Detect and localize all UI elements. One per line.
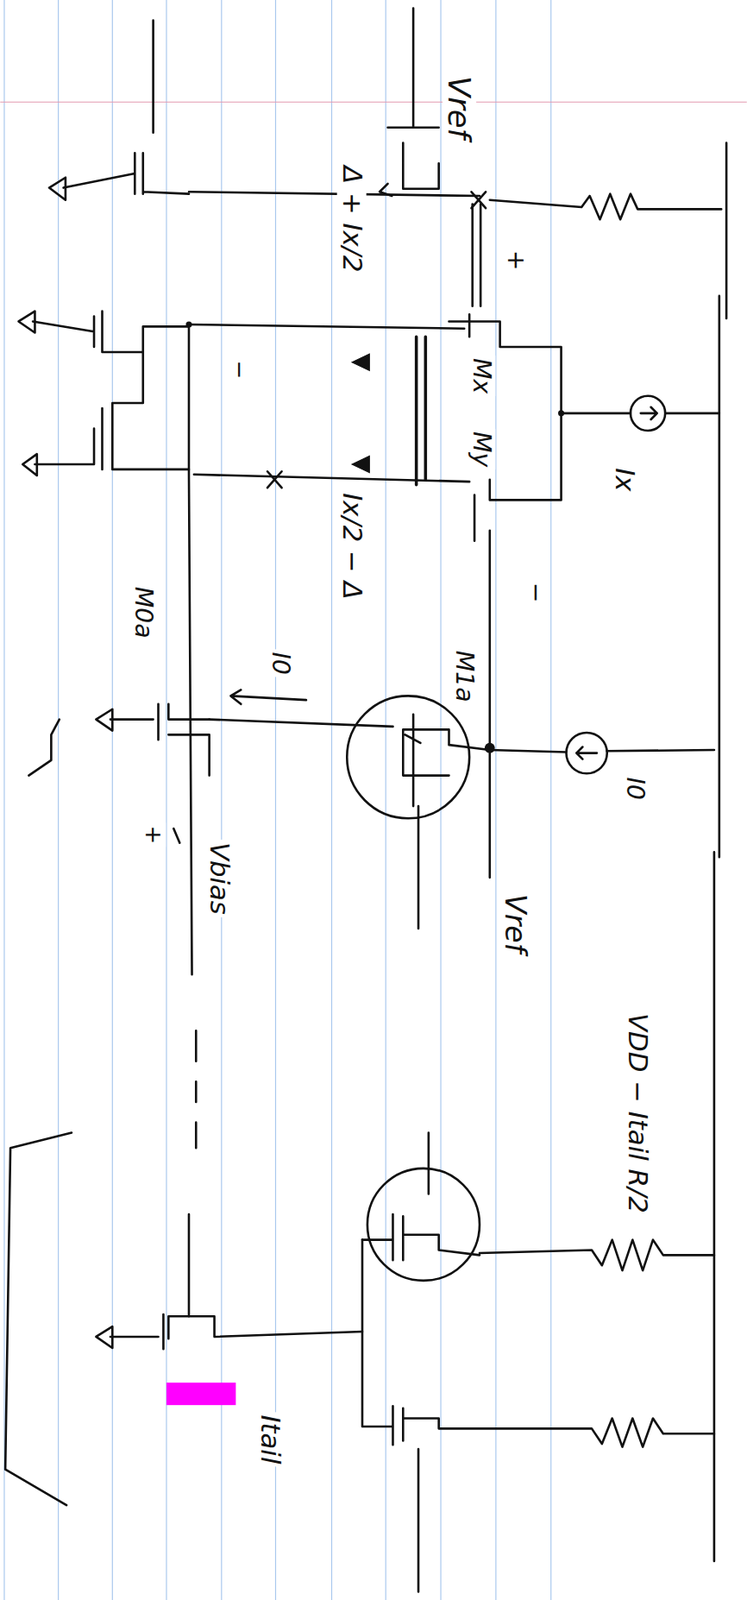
sketch-stroke	[230, 689, 306, 704]
sketch-stroke	[362, 1239, 715, 1592]
sketch-stroke	[479, 1239, 715, 1270]
sketch-stroke	[346, 695, 470, 818]
sketch-stroke	[367, 1167, 480, 1281]
highlight-mark	[166, 1381, 236, 1405]
signal-label: Vref	[442, 73, 477, 142]
sketch-stroke	[630, 395, 666, 431]
sketch-stroke	[95, 709, 113, 731]
sketch-stroke	[209, 719, 419, 929]
sketch-stroke	[489, 194, 722, 220]
sketch-stroke	[714, 143, 727, 1562]
sketch-stroke	[110, 703, 210, 776]
signal-label: I0	[267, 649, 295, 678]
signal-label: Mx	[468, 355, 496, 396]
signal-label: Vbias	[204, 838, 234, 917]
sketch-stroke	[331, 0, 333, 1600]
sketch-stroke	[194, 1029, 198, 1148]
sketch-stroke	[489, 749, 715, 752]
signal-label: Itail	[256, 1412, 286, 1467]
sketch-stroke	[0, 101, 747, 103]
sketch-stroke	[351, 456, 370, 473]
sketch-stroke	[188, 1213, 191, 1316]
signal-label: M1a	[451, 646, 478, 704]
sketch-stroke	[448, 313, 561, 500]
sketch-stroke	[3, 0, 5, 1600]
sketch-stroke	[34, 351, 189, 470]
sketch-stroke	[558, 409, 565, 416]
sketch-stroke	[576, 747, 597, 760]
sketch-stroke	[173, 828, 180, 843]
sketch-stroke	[95, 1325, 113, 1348]
signal-label: −	[521, 578, 549, 605]
current-arrows	[351, 353, 370, 472]
sketch-stroke	[275, 0, 277, 1600]
ground-symbols	[18, 177, 113, 1348]
sketch-stroke	[185, 320, 192, 327]
source-circles	[346, 395, 666, 1281]
sketch-stroke	[416, 336, 427, 484]
sketch-stroke	[220, 0, 222, 1600]
sketch-stroke	[402, 714, 490, 806]
signal-label: I0	[621, 773, 648, 802]
sketch-stroke	[385, 0, 387, 1600]
sketch-stroke	[22, 453, 38, 476]
sketch-stroke	[351, 353, 370, 371]
sketch-stroke	[640, 407, 658, 420]
sketch-stroke	[165, 0, 167, 1600]
sketch-stroke	[188, 324, 193, 974]
circuit-wires	[5, 7, 727, 1591]
sketch-stroke	[63, 20, 189, 195]
signal-label: −	[227, 357, 253, 382]
sketch-stroke	[565, 732, 607, 773]
signal-label: +	[502, 247, 529, 274]
sketch-stroke	[267, 470, 283, 488]
sketch-stroke	[188, 324, 475, 541]
signal-label: +	[140, 822, 166, 848]
signal-label: M0a	[129, 583, 157, 641]
sketch-stroke	[495, 0, 496, 1600]
sketch-stroke	[49, 177, 66, 201]
signal-label: VDD − Itail R/2	[622, 1010, 653, 1216]
sketch-stroke	[484, 742, 496, 754]
signal-label: My	[468, 428, 496, 470]
signal-label: Ix	[609, 464, 640, 494]
sketch-stroke	[488, 530, 491, 878]
sketch-stroke	[28, 719, 59, 776]
sketch-stroke	[472, 203, 481, 306]
sketch-stroke	[550, 0, 552, 1600]
sketch-stroke	[57, 0, 59, 1600]
signal-label: Ix/2 − Δ	[337, 489, 367, 603]
sketch-stroke	[362, 1131, 480, 1260]
node-dots	[185, 320, 565, 753]
sketch-stroke	[5, 1131, 72, 1505]
sketch-stroke	[439, 0, 441, 1600]
sketch-stroke	[18, 311, 36, 333]
signal-label: Δ + Ix/2	[337, 163, 367, 277]
signal-label: Vref	[499, 891, 531, 956]
sketch-stroke	[32, 311, 189, 352]
sketch-stroke	[110, 1313, 363, 1349]
sketch-stroke	[188, 191, 480, 196]
sketch-stroke	[112, 0, 113, 1600]
sketch-stroke	[379, 7, 440, 196]
